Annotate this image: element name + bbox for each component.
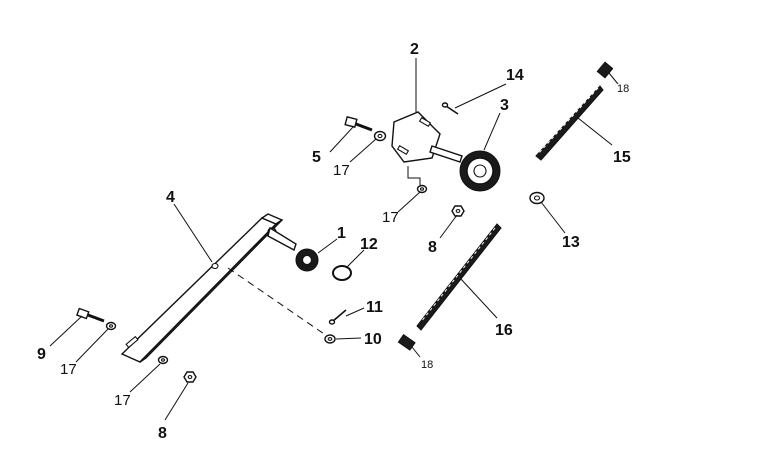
nut-8-middle	[451, 205, 465, 217]
callout-14: 14	[506, 67, 524, 84]
callout-17-upper: 17	[333, 162, 350, 179]
chain-link-18-lower	[397, 334, 416, 351]
washer-10	[324, 334, 336, 344]
cotter-pin-upper	[441, 102, 459, 115]
circlip	[332, 265, 352, 281]
callout-8-middle: 8	[428, 239, 437, 256]
cotter-pin-lower	[328, 309, 347, 325]
callout-3: 3	[500, 97, 509, 114]
washer-13	[529, 191, 545, 205]
nut-8-lower	[183, 371, 197, 383]
connector-bracket-to-washer	[407, 166, 421, 185]
callout-18-lower: 18	[421, 359, 433, 371]
bolt-9	[76, 307, 105, 323]
callout-15: 15	[613, 149, 631, 166]
callout-12: 12	[360, 236, 378, 253]
washer-17-middle	[416, 184, 428, 194]
callout-5: 5	[312, 149, 321, 166]
washer-17-left	[105, 321, 117, 331]
bolt-5	[344, 115, 373, 132]
large-sprocket	[459, 150, 501, 192]
callout-2: 2	[410, 41, 419, 58]
callout-18-upper: 18	[617, 83, 629, 95]
lever-arm	[120, 213, 297, 363]
callout-labels: 1 2 3 4 5 8 8 9 10 11 12 13 14 15 16 17 …	[37, 41, 631, 442]
callout-10: 10	[364, 331, 382, 348]
washer-17-lower	[157, 355, 169, 365]
callout-16: 16	[495, 322, 513, 339]
callout-9: 9	[37, 346, 46, 363]
washer-17-upper	[373, 130, 387, 142]
chain-upper	[535, 85, 604, 161]
bracket-plate	[391, 111, 463, 163]
callout-13: 13	[562, 234, 580, 251]
callout-1: 1	[337, 225, 346, 242]
callout-17-middle: 17	[382, 209, 399, 226]
alignment-dash-line	[227, 267, 331, 339]
callout-17-lower: 17	[114, 392, 131, 409]
callout-11: 11	[366, 299, 383, 316]
chain-lower	[416, 223, 502, 331]
callout-4: 4	[166, 189, 175, 206]
callout-8-lower: 8	[158, 425, 167, 442]
leader-lines	[49, 58, 619, 421]
small-sprocket	[295, 248, 319, 272]
callout-17-left: 17	[60, 361, 77, 378]
